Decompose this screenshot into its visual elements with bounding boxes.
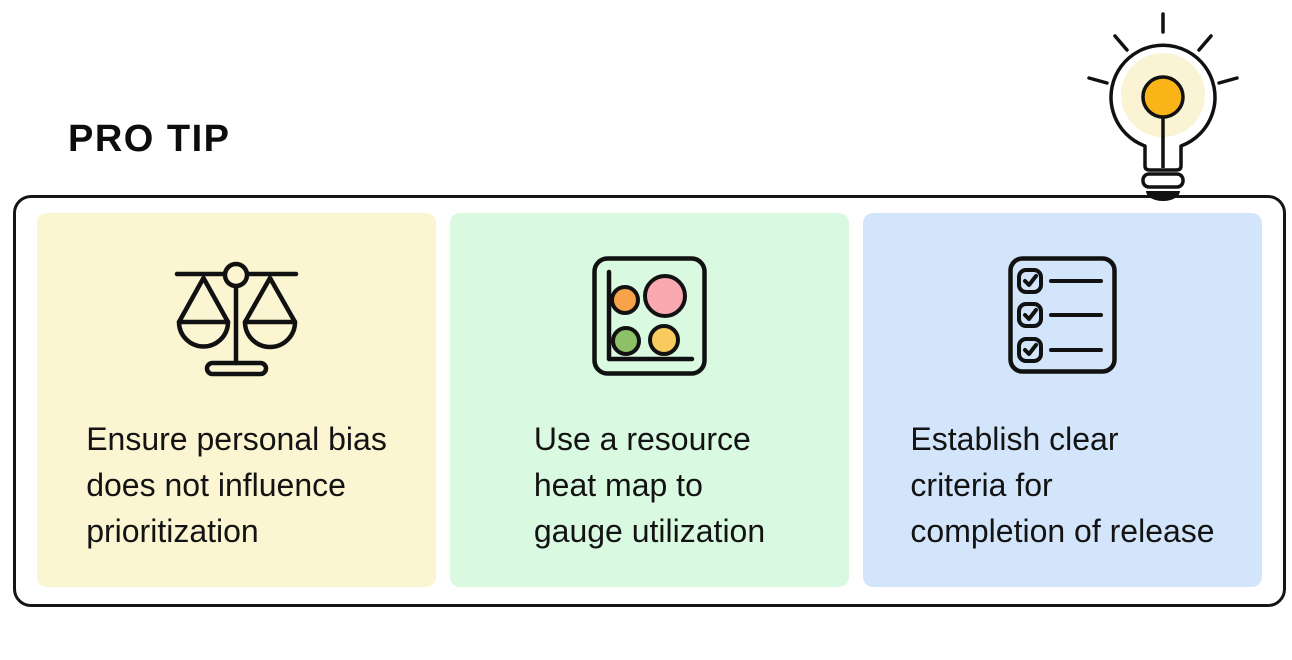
tip-text-line: prioritization [86,513,259,549]
tip-text-line: Ensure personal bias [86,421,387,457]
tip-text-line: heat map to [533,467,703,503]
tip-text-line: criteria for [910,467,1053,503]
tip-text-line: completion of release [910,513,1215,549]
lightbulb-idea-icon [1087,12,1239,201]
tip-card-bias: Ensure personal bias does not influence … [37,213,436,587]
checklist-icon [1007,256,1118,378]
tip-text-heatmap: Use a resource heat map to gauge utiliza… [534,416,765,554]
tip-card-heatmap: Use a resource heat map to gauge utiliza… [450,213,849,587]
bulb-base-tip [1146,191,1180,201]
tip-text-bias: Ensure personal bias does not influence … [86,416,387,554]
lightbulb-rays [1087,12,1239,85]
tip-text-line: gauge utilization [533,513,766,549]
balance-scale-icon [172,256,302,378]
page-title: PRO TIP [68,118,231,160]
tip-text-criteria: Establish clear criteria for completion … [910,416,1214,554]
bulb-base-band [1141,172,1185,189]
tip-card-criteria: Establish clear criteria for completion … [863,213,1262,587]
tip-text-line: Use a resource [533,421,751,457]
bulb-filament-core [1141,75,1185,119]
tip-text-line: Establish clear [910,421,1119,457]
tip-text-line: does not influence [86,467,346,503]
heat-map-chart-icon [592,256,707,378]
pro-tip-panel: Ensure personal bias does not influence … [13,195,1286,607]
